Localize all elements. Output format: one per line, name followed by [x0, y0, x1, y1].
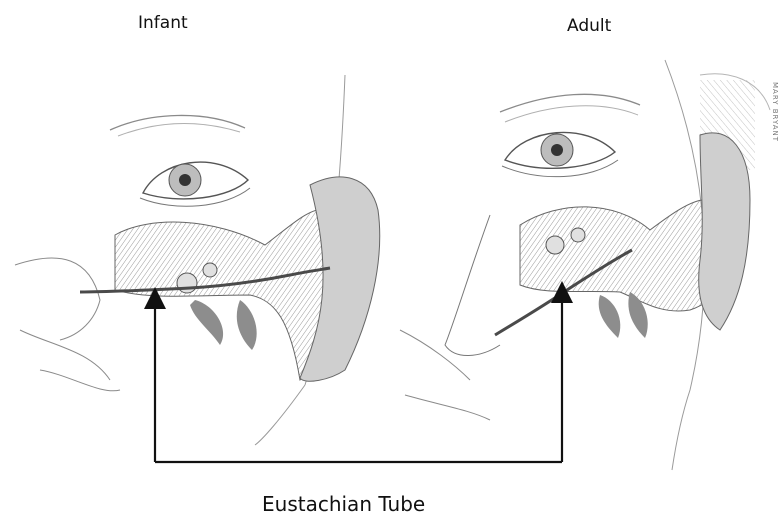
eustachian-tube-label: Eustachian Tube	[262, 492, 425, 516]
infant-label: Infant	[138, 13, 188, 33]
artist-credit: MARY BRYANT	[763, 82, 779, 252]
adult-label: Adult	[567, 16, 611, 36]
